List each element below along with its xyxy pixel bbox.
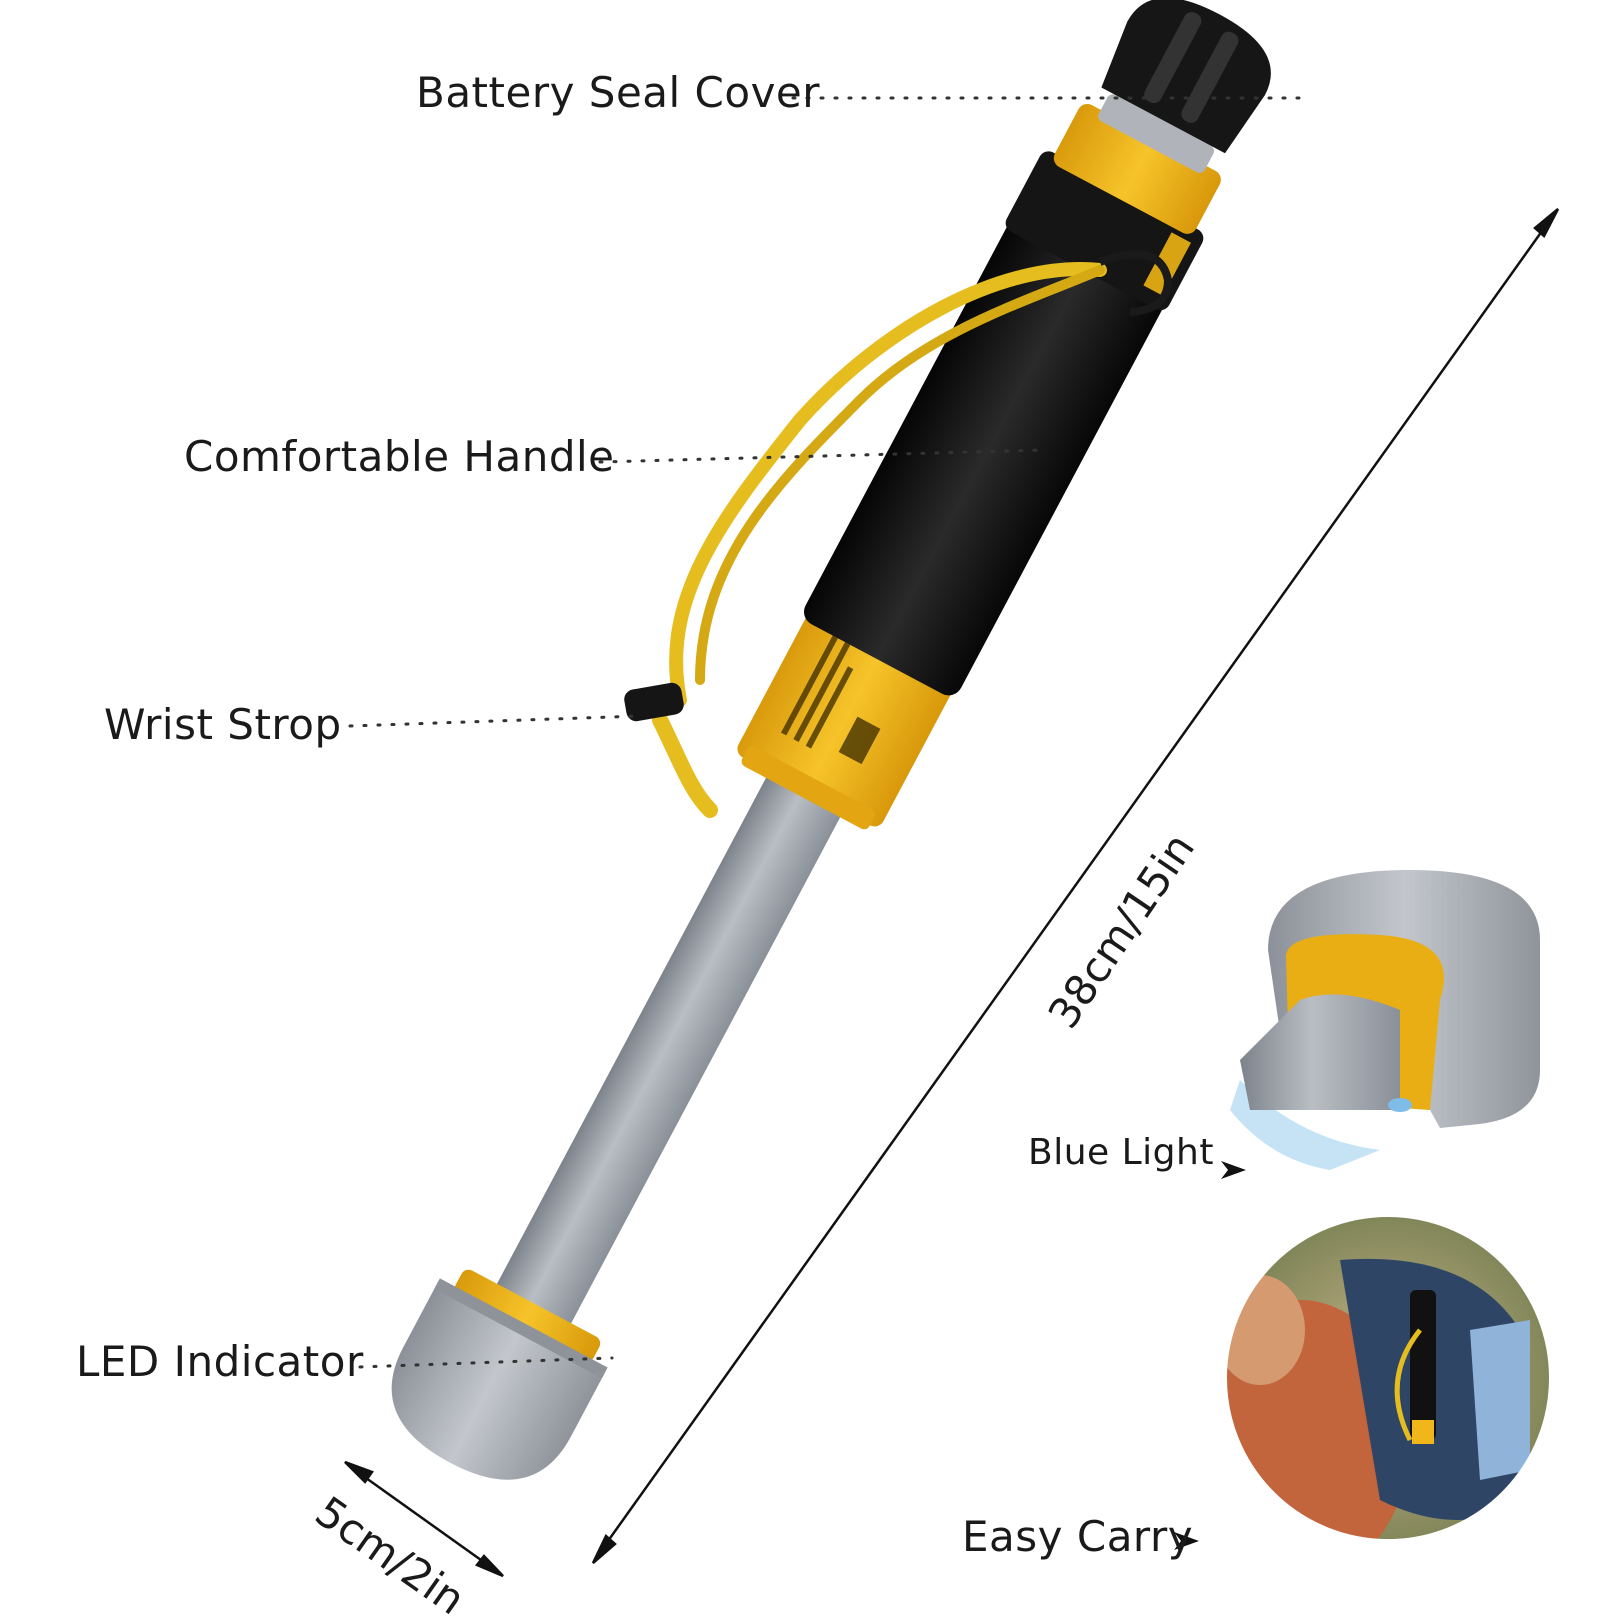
leader-comfortable-handle [598,448,1047,464]
wrist-cord [669,262,1107,707]
length-dimension [591,208,1560,1564]
label-comfortable-handle: Comfortable Handle [184,432,615,481]
pinpointer [391,0,1271,1480]
label-wrist-strop: Wrist Strop [104,700,342,749]
width-dimension [344,1460,504,1578]
label-led-indicator: LED Indicator [76,1337,364,1386]
easy-carry-arrow-icon [1174,1532,1199,1550]
label-battery-seal-cover: Battery Seal Cover [416,68,821,117]
cord-lock [624,682,684,722]
label-blue-light: Blue Light [1028,1132,1214,1173]
tip-collar [454,1269,601,1363]
probe-shaft [482,762,849,1350]
tip-cap [391,1280,607,1480]
label-easy-carry: Easy Carry [962,1512,1194,1561]
leader-led-indicator [358,1356,614,1369]
blue-light-inset [1230,870,1540,1170]
easy-carry-photo [1226,1216,1550,1540]
top-collar [1053,103,1221,234]
cord-clip [1098,250,1173,316]
leader-wrist-strop [348,714,642,728]
blue-light-arrow-icon [1221,1161,1246,1179]
black-grip [804,207,1171,696]
